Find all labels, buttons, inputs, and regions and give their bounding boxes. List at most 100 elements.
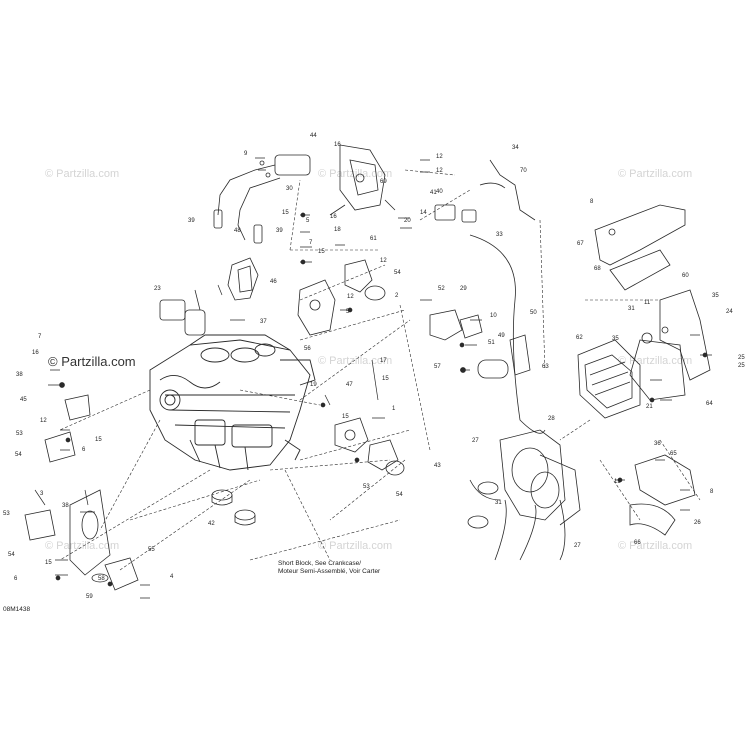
callout-1: 1 <box>392 406 396 412</box>
callout-57: 57 <box>434 364 441 370</box>
callout-53: 53 <box>16 431 23 437</box>
callout-8: 8 <box>590 199 594 205</box>
callout-9: 9 <box>244 151 248 157</box>
callout-38: 38 <box>62 503 69 509</box>
callout-3: 3 <box>40 491 44 497</box>
leader-lines <box>59 169 701 571</box>
callout-29: 29 <box>460 286 467 292</box>
left-side-mounts <box>24 394 139 591</box>
callout-67: 67 <box>577 241 584 247</box>
callout-66: 66 <box>634 540 641 546</box>
watermark: © Partzilla.com <box>318 355 393 367</box>
callout-12: 12 <box>347 294 354 300</box>
callout-59: 59 <box>86 594 93 600</box>
callout-16: 16 <box>334 142 341 148</box>
callout-65: 65 <box>670 451 677 457</box>
callout-60: 60 <box>682 273 689 279</box>
callout-53: 53 <box>3 511 10 517</box>
cover-part <box>227 257 259 301</box>
watermark-main-text: Partzilla.com <box>61 354 136 369</box>
callout-8: 8 <box>710 489 714 495</box>
callout-61: 61 <box>370 236 377 242</box>
throttle-cable <box>434 159 546 434</box>
callout-17: 17 <box>380 358 387 364</box>
callout-15: 15 <box>282 210 289 216</box>
callout-35: 35 <box>712 293 719 299</box>
callout-11: 11 <box>644 300 651 306</box>
engine-mount-upper <box>297 259 386 336</box>
hardware-bolts <box>34 157 712 599</box>
callout-53: 53 <box>363 484 370 490</box>
ignition-coil-assembly <box>213 154 311 244</box>
callout-34: 34 <box>512 145 519 151</box>
callout-13: 13 <box>614 479 621 485</box>
callout-62: 62 <box>576 335 583 341</box>
callout-37: 37 <box>260 319 267 325</box>
callout-33: 33 <box>496 232 503 238</box>
callout-47: 47 <box>346 382 353 388</box>
watermark-main: © Partzilla.com <box>48 354 136 369</box>
callout-54: 54 <box>394 270 401 276</box>
callout-64: 64 <box>706 401 713 407</box>
ecu-module <box>577 339 641 419</box>
callout-14: 14 <box>420 210 427 216</box>
callout-41: 41 <box>430 190 437 196</box>
right-mid-bracket <box>629 289 711 401</box>
callout-23: 23 <box>154 286 161 292</box>
callout-49: 49 <box>498 333 505 339</box>
carburetor-assembly <box>467 429 581 561</box>
callout-12: 12 <box>40 418 47 424</box>
callout-5: 5 <box>346 309 350 315</box>
callout-50: 50 <box>530 310 537 316</box>
callout-26: 26 <box>694 520 701 526</box>
callout-24: 24 <box>726 309 733 315</box>
filter-part <box>159 289 206 336</box>
callout-44: 44 <box>310 133 317 139</box>
callout-51: 51 <box>488 340 495 346</box>
callout-70: 70 <box>520 168 527 174</box>
callout-7: 7 <box>38 334 42 340</box>
callout-45: 45 <box>20 397 27 403</box>
callout-16: 16 <box>32 350 39 356</box>
watermark: © Partzilla.com <box>45 540 120 552</box>
callout-48: 48 <box>234 228 241 234</box>
callout-39: 39 <box>276 228 283 234</box>
callout-58: 58 <box>98 576 105 582</box>
note-line-2: Moteur Semi-Assemblé, Voir Carter <box>278 568 381 575</box>
callout-69: 69 <box>380 179 387 185</box>
callout-27: 27 <box>574 543 581 549</box>
note-line-1: Short Block, See Crankcase/ <box>278 560 362 567</box>
callout-43: 43 <box>434 463 441 469</box>
callout-40: 40 <box>436 189 443 195</box>
lower-right-bracket <box>629 454 696 536</box>
callout-15: 15 <box>382 376 389 382</box>
callout-15: 15 <box>318 249 325 255</box>
callout-20: 20 <box>404 218 411 224</box>
watermark: © Partzilla.com <box>318 540 393 552</box>
callout-15: 15 <box>45 560 52 566</box>
callout-31: 31 <box>628 306 635 312</box>
watermark: © Partzilla.com <box>618 540 693 552</box>
callout-15: 15 <box>342 414 349 420</box>
callout-12: 12 <box>436 154 443 160</box>
reference-code: 08M1438 <box>3 606 31 613</box>
callout-15: 15 <box>95 437 102 443</box>
callout-6: 6 <box>14 576 18 582</box>
callout-12: 12 <box>380 258 387 264</box>
watermark: © Partzilla.com <box>45 168 120 180</box>
watermark: © Partzilla.com <box>618 355 693 367</box>
callout-25: 25 <box>738 363 745 369</box>
callout-39: 39 <box>188 218 195 224</box>
callout-36: 36 <box>654 441 661 447</box>
callout-42: 42 <box>208 521 215 527</box>
callout-63: 63 <box>542 364 549 370</box>
callout-52: 52 <box>438 286 445 292</box>
callout-54: 54 <box>8 552 15 558</box>
callout-2: 2 <box>395 293 399 299</box>
callout-12: 12 <box>436 168 443 174</box>
callout-16: 16 <box>330 214 337 220</box>
callout-31: 31 <box>495 500 502 506</box>
